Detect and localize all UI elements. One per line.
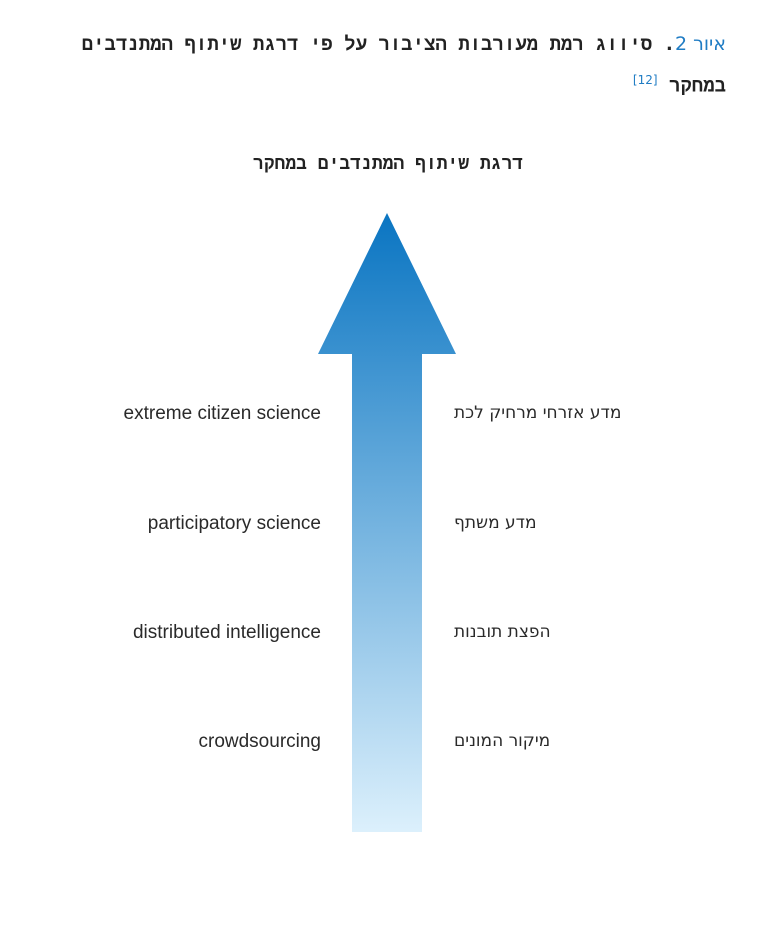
level-label-he: מיקור המונים: [454, 731, 551, 751]
level-label-he: הפצת תובנות: [454, 622, 551, 642]
level-label-en: extreme citizen science: [123, 403, 321, 424]
caption-text-continued: במחקר: [668, 74, 726, 97]
caption-text: . סיווג רמת מעורבות הציבור על פי דרגת שי…: [81, 33, 676, 55]
figure-caption: איור 2. סיווג רמת מעורבות הציבור על פי ד…: [36, 26, 726, 103]
figure-reference: איור 2: [675, 33, 726, 55]
level-label-en: crowdsourcing: [198, 731, 322, 752]
diagram-title: דרגת שיתוף המתנדבים במחקר: [252, 153, 524, 174]
arrow-shape: [318, 213, 456, 832]
level-label-en: participatory science: [147, 513, 321, 534]
level-label-he: מדע אזרחי מרחיק לכת: [454, 403, 622, 423]
participation-arrow: [318, 213, 456, 832]
level-label-en: distributed intelligence: [132, 622, 321, 643]
citation-link[interactable]: [12]: [632, 73, 658, 87]
level-label-he: מדע משתף: [454, 513, 537, 533]
